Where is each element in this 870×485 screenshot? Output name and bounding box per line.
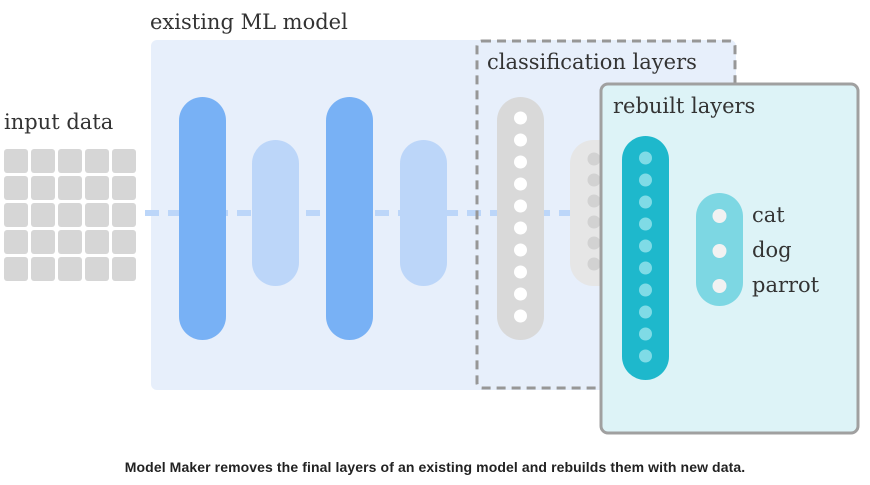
classification-layer-2-nodes [587, 152, 601, 271]
rebuilt-node [639, 327, 652, 341]
classification-node [514, 177, 527, 191]
input-data-cell [58, 149, 82, 173]
input-data-cell [112, 257, 136, 281]
classification-node [587, 173, 601, 187]
rebuilt-node [639, 349, 652, 363]
output-layer-nodes [712, 209, 727, 293]
existing-model-label: existing ML model [150, 10, 348, 34]
rebuilt-node [639, 239, 652, 253]
input-data-cell [31, 230, 55, 254]
rebuilt-node [639, 173, 652, 187]
input-data-cell [31, 257, 55, 281]
input-data-cell [112, 203, 136, 227]
classification-node [514, 199, 527, 213]
input-data-cell [112, 176, 136, 200]
output-label-cat: cat [752, 203, 785, 227]
input-data-cell [31, 176, 55, 200]
input-data-cell [4, 230, 28, 254]
output-label-parrot: parrot [752, 273, 820, 297]
input-data-cell [85, 176, 109, 200]
input-data-cell [4, 257, 28, 281]
output-node [712, 209, 727, 223]
input-data-cell [4, 149, 28, 173]
input-data-cell [58, 176, 82, 200]
classification-node [514, 243, 527, 257]
classification-node [587, 257, 601, 271]
rebuilt-node [639, 217, 652, 231]
input-data-cell [31, 203, 55, 227]
model-layer-dark-2 [326, 97, 373, 340]
input-data-cell [58, 203, 82, 227]
input-data-label: input data [4, 110, 113, 134]
rebuilt-node [639, 261, 652, 275]
classification-node [514, 111, 527, 125]
input-data-cell [58, 257, 82, 281]
input-data-cell [85, 149, 109, 173]
model-layer-light-1 [252, 140, 299, 286]
input-data-cell [31, 149, 55, 173]
input-data-cell [85, 203, 109, 227]
rebuilt-node [639, 151, 652, 165]
rebuilt-layer-1-nodes [639, 151, 652, 363]
rebuilt-layers-label: rebuilt layers [613, 94, 755, 118]
input-data-grid [4, 149, 136, 281]
classification-layer-1-nodes [514, 111, 527, 323]
rebuilt-node [639, 283, 652, 297]
model-layer-light-2 [400, 140, 447, 286]
classification-node [514, 265, 527, 279]
output-node [712, 279, 727, 293]
rebuilt-node [639, 195, 652, 209]
input-data-cell [4, 176, 28, 200]
rebuilt-node [639, 305, 652, 319]
diagram-caption: Model Maker removes the final layers of … [124, 459, 746, 475]
classification-node [587, 215, 601, 229]
classification-node [514, 309, 527, 323]
classification-layers-label: classification layers [487, 50, 697, 74]
classification-node [514, 221, 527, 235]
input-data-cell [85, 257, 109, 281]
output-node [712, 244, 727, 258]
input-data-cell [112, 149, 136, 173]
rebuilt-layer-1 [622, 136, 669, 380]
input-data-cell [85, 230, 109, 254]
model-layer-dark-1 [179, 97, 226, 340]
input-data-cell [112, 230, 136, 254]
classification-layer-1 [497, 97, 544, 340]
classification-node [514, 133, 527, 147]
classification-node [587, 194, 601, 208]
classification-node [587, 236, 601, 250]
classification-node [587, 152, 601, 166]
classification-node [514, 155, 527, 169]
input-data-cell [58, 230, 82, 254]
input-data-cell [4, 203, 28, 227]
classification-node [514, 287, 527, 301]
output-label-dog: dog [752, 238, 792, 262]
